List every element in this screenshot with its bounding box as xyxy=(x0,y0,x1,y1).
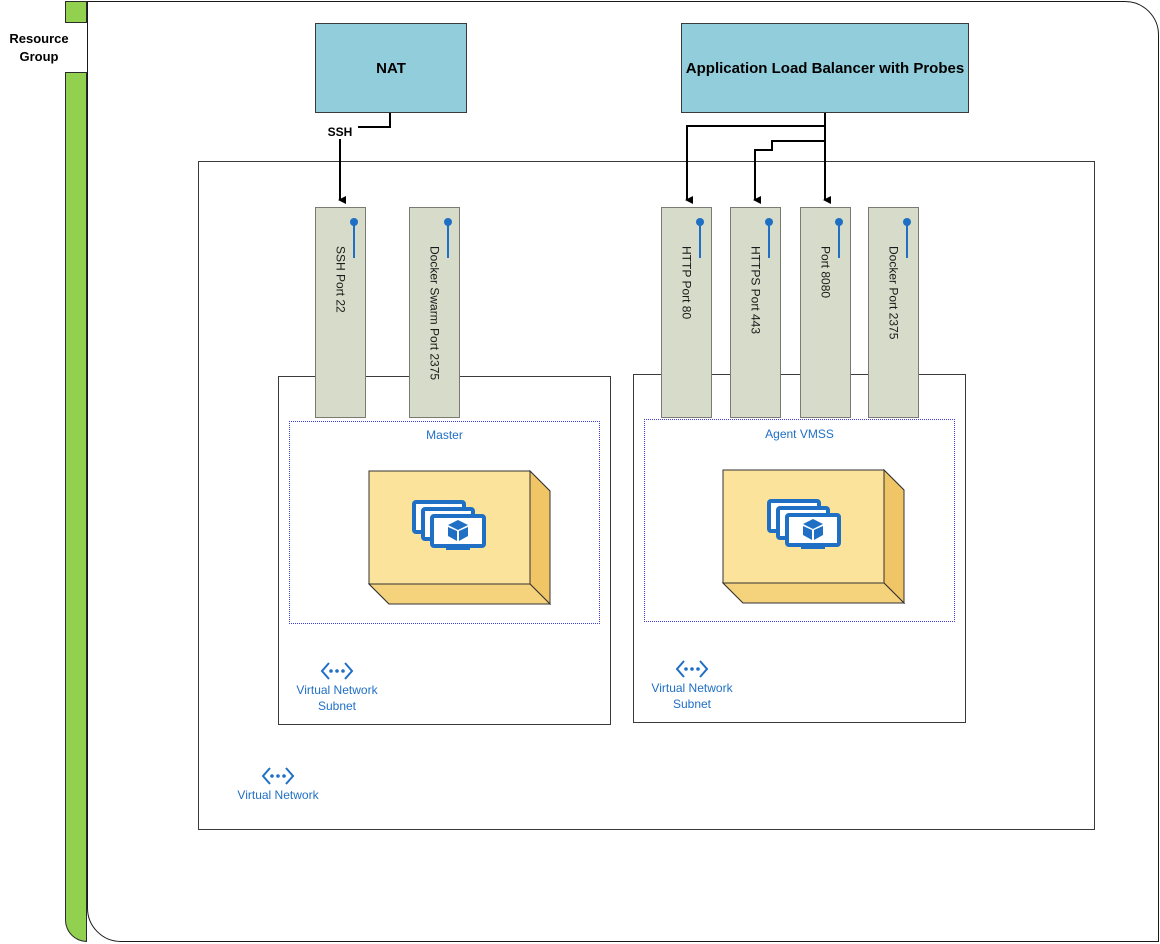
ssh-connector xyxy=(338,113,391,204)
endpoint-icon xyxy=(765,218,773,258)
port-docker-2375: Docker Port 2375 xyxy=(868,207,919,418)
port-label: SSH Port 22 xyxy=(333,246,348,313)
virtual-network-label: Virtual Network xyxy=(237,788,319,802)
ssh-connector-label: SSH xyxy=(322,125,358,139)
vm-scale-set-icon xyxy=(767,499,841,549)
vnet-icon xyxy=(261,767,295,785)
port-label: Docker Swarm Port 2375 xyxy=(427,246,442,381)
port-label: Port 8080 xyxy=(818,246,833,299)
port-ssh-22: SSH Port 22 xyxy=(315,207,366,418)
port-label: HTTPS Port 443 xyxy=(748,246,763,335)
port-https-443: HTTPS Port 443 xyxy=(730,207,781,418)
master-group: Master xyxy=(289,421,600,624)
port-label: Docker Port 2375 xyxy=(886,246,901,340)
load-balancer-box: Application Load Balancer with Probes xyxy=(681,23,969,113)
master-group-label: Master xyxy=(426,428,463,442)
resource-group-label: Resource Group xyxy=(9,31,69,64)
nat-box: NAT xyxy=(315,23,467,113)
agent-group: Agent VMSS xyxy=(644,419,955,622)
endpoint-icon xyxy=(350,218,358,258)
endpoint-icon xyxy=(835,218,843,258)
nat-label: NAT xyxy=(376,59,406,77)
agent-subnet-label: Virtual Network Subnet xyxy=(651,681,733,711)
master-subnet-label: Virtual Network Subnet xyxy=(296,683,378,713)
vm-scale-set-icon xyxy=(412,500,486,550)
endpoint-icon xyxy=(444,218,452,258)
load-balancer-label: Application Load Balancer with Probes xyxy=(685,59,965,77)
endpoint-icon xyxy=(903,218,911,258)
vnet-icon xyxy=(675,660,709,678)
port-http-80: HTTP Port 80 xyxy=(661,207,712,418)
port-8080: Port 8080 xyxy=(800,207,851,418)
endpoint-icon xyxy=(696,218,704,258)
agent-group-label: Agent VMSS xyxy=(765,427,834,441)
port-docker-swarm-2375: Docker Swarm Port 2375 xyxy=(409,207,460,418)
vnet-icon xyxy=(320,662,354,680)
port-label: HTTP Port 80 xyxy=(679,246,694,320)
resource-group-bar-top xyxy=(65,1,87,23)
